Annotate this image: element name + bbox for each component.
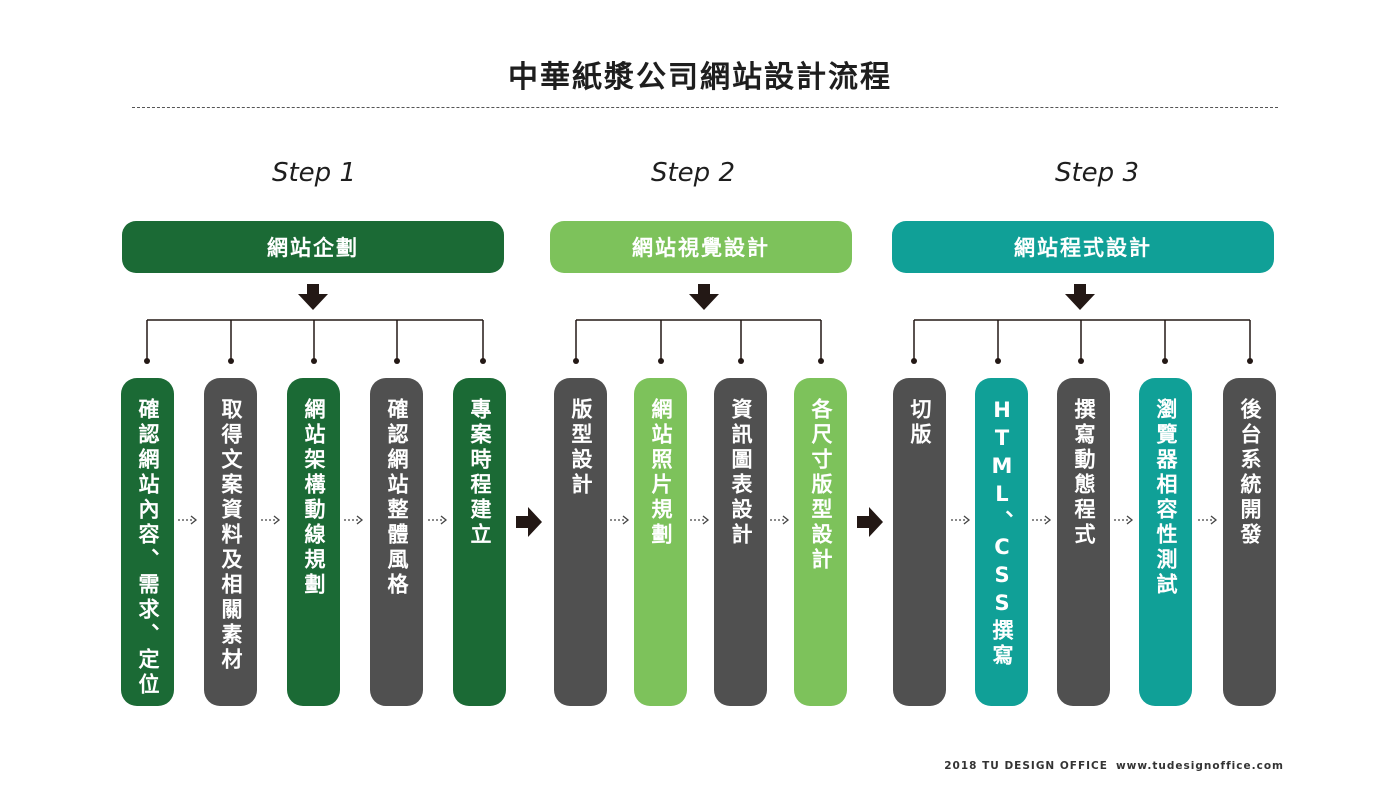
task-confirm-style: 確認網站整體風格 <box>370 378 423 706</box>
task-responsive-layouts: 各尺寸版型設計 <box>794 378 847 706</box>
footer: 2018 TU DESIGN OFFICE www.tudesignoffice.… <box>944 760 1284 772</box>
dotted-arrow-icon <box>770 515 790 525</box>
task-label: HTML、CSS撰寫 <box>990 398 1014 669</box>
dotted-arrow-icon <box>951 515 971 525</box>
task-label: 瀏覽器相容性測試 <box>1154 398 1178 598</box>
phase-visual-design-label: 網站視覺設計 <box>632 236 770 260</box>
dotted-arrow-icon <box>178 515 198 525</box>
next-step-arrow-icon <box>857 507 883 537</box>
task-label: 撰寫動態程式 <box>1072 398 1096 548</box>
step-1-label: Step 1 <box>271 158 356 188</box>
footer-copyright: 2018 TU DESIGN OFFICE <box>944 760 1108 772</box>
title-divider <box>132 107 1278 108</box>
task-label: 專案時程建立 <box>468 398 492 548</box>
dotted-arrow-icon <box>261 515 281 525</box>
dotted-arrow-icon <box>690 515 710 525</box>
task-collect-materials: 取得文案資料及相關素材 <box>204 378 257 706</box>
branch-connectors <box>144 319 1253 364</box>
dotted-arrow-icon <box>344 515 364 525</box>
phase-visual-design: 網站視覺設計 <box>550 221 852 273</box>
down-arrow-icon <box>298 284 328 310</box>
step-2-label: Step 2 <box>650 158 735 188</box>
dotted-arrow-icon <box>1032 515 1052 525</box>
phase-programming-label: 網站程式設計 <box>1014 236 1152 260</box>
phase-planning-label: 網站企劃 <box>267 236 359 260</box>
task-label: 確認網站內容、需求、定位 <box>136 398 160 698</box>
task-html-css: HTML、CSS撰寫 <box>975 378 1028 706</box>
task-label: 後台系統開發 <box>1238 398 1262 548</box>
next-step-arrow-icon <box>516 507 542 537</box>
task-label: 資訊圖表設計 <box>729 398 753 548</box>
task-slicing: 切版 <box>893 378 946 706</box>
footer-url: www.tudesignoffice.com <box>1115 760 1284 772</box>
task-label: 各尺寸版型設計 <box>809 398 833 573</box>
dotted-arrow-icon <box>428 515 448 525</box>
task-label: 網站架構動線規劃 <box>302 398 326 598</box>
dotted-arrow-icon <box>610 515 630 525</box>
task-dynamic-program: 撰寫動態程式 <box>1057 378 1110 706</box>
dotted-arrow-icon <box>1114 515 1134 525</box>
page-title: 中華紙漿公司網站設計流程 <box>508 60 892 95</box>
task-label: 版型設計 <box>569 398 593 498</box>
task-photo-planning: 網站照片規劃 <box>634 378 687 706</box>
task-label: 取得文案資料及相關素材 <box>219 398 243 673</box>
task-infographic-design: 資訊圖表設計 <box>714 378 767 706</box>
down-arrow-icon <box>1065 284 1095 310</box>
task-site-architecture: 網站架構動線規劃 <box>287 378 340 706</box>
task-label: 切版 <box>908 398 932 448</box>
phase-programming: 網站程式設計 <box>892 221 1274 273</box>
task-label: 網站照片規劃 <box>649 398 673 548</box>
phase-planning: 網站企劃 <box>122 221 504 273</box>
step-3-label: Step 3 <box>1054 158 1139 188</box>
task-browser-testing: 瀏覽器相容性測試 <box>1139 378 1192 706</box>
task-backend-dev: 後台系統開發 <box>1223 378 1276 706</box>
down-arrow-icon <box>689 284 719 310</box>
task-project-schedule: 專案時程建立 <box>453 378 506 706</box>
task-label: 確認網站整體風格 <box>385 398 409 598</box>
task-confirm-content: 確認網站內容、需求、定位 <box>121 378 174 706</box>
task-layout-design: 版型設計 <box>554 378 607 706</box>
dotted-arrow-icon <box>1198 515 1218 525</box>
